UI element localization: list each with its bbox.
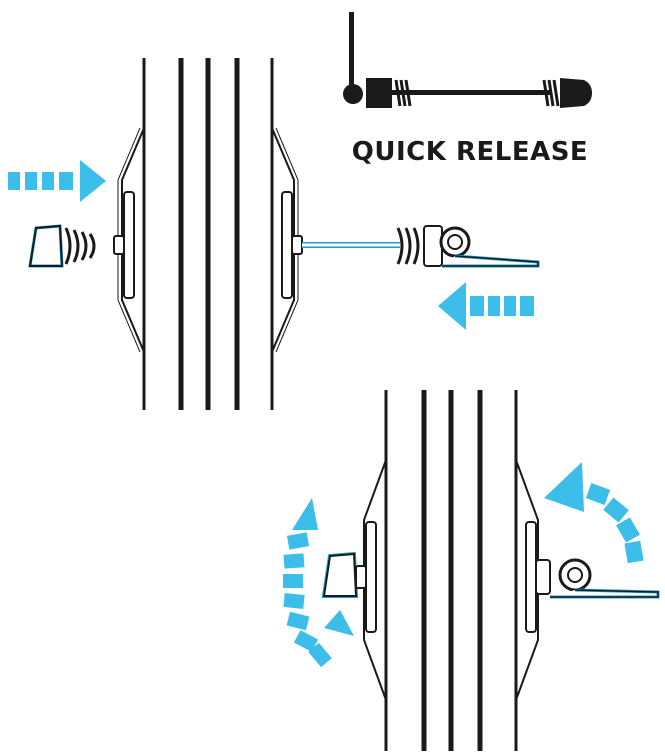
bottom-hub-diagram [363,390,539,751]
nut-cone [28,224,96,268]
curved-arrow-counterclockwise-icon [283,498,354,668]
quick-release-lever-closed [535,558,660,599]
quick-release-skewer-icon [343,12,592,108]
quick-release-title: QUICK RELEASE [351,137,589,167]
quick-release-lever [302,225,540,268]
dashed-arrow-left-icon [438,282,534,330]
curved-arrow-clockwise-icon [544,462,644,564]
nut-cone-tightened [321,551,367,598]
top-hub-diagram [113,58,303,410]
dashed-arrow-right-icon [8,160,106,202]
